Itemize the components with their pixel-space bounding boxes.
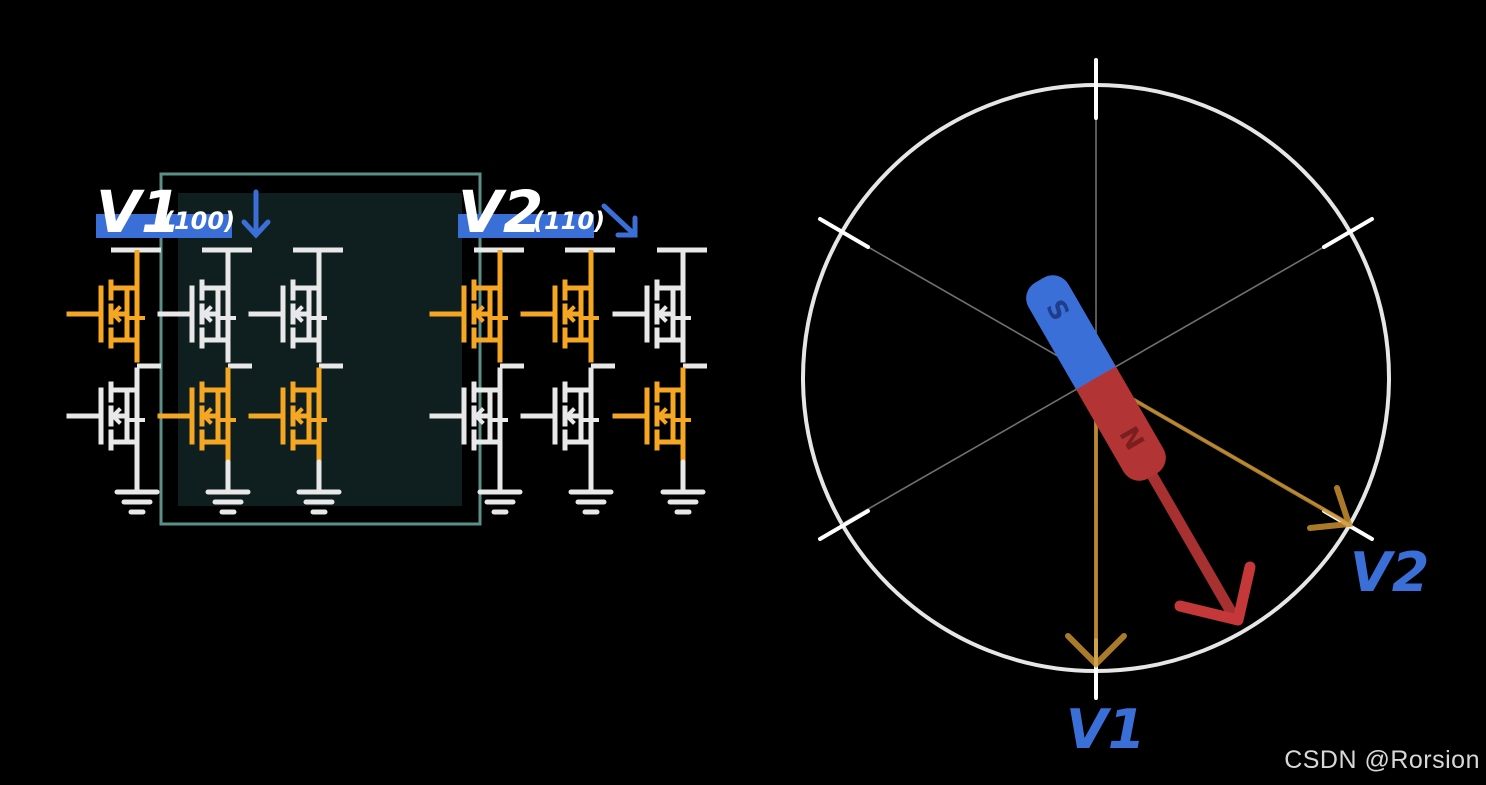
ground-icon [660,459,706,515]
inverter-leg [429,247,524,515]
arrow-down-icon [241,189,271,239]
lower-switch [520,367,599,465]
rotor-magnet: S N [1026,275,1166,481]
highlight-region [159,172,482,526]
arrow-diagonal-icon [601,203,638,238]
v2-vector-label: V2 [1350,541,1429,604]
inverter-leg [612,247,707,515]
v2-vector [1094,376,1354,531]
inverter-leg [66,247,161,515]
magnet-north-pole [1082,373,1166,481]
ground-icon [296,459,342,515]
ground-icon [477,459,523,515]
space-vector-diagram: S N V1 V2 [801,58,1429,761]
lower-switch [612,367,691,465]
v2-label-bar [458,214,594,238]
inverter-circuit: V1 (100) V2 (110) [66,172,707,526]
v1-label-bar [96,214,232,238]
inverter-leg [157,247,252,515]
v1-vector [1065,376,1127,669]
v1-vector-label: V1 [1066,698,1145,761]
watermark: CSDN @Rorsion [1284,746,1480,774]
ground-icon [568,459,614,515]
inverter-leg [520,247,615,515]
magnet-south-pole [1026,275,1110,383]
v1-label-code: (100) [163,207,235,235]
upper-switch [66,265,145,363]
upper-switch [157,265,236,363]
ground-icon [205,459,251,515]
ground-icon [114,459,160,515]
lower-switch [429,367,508,465]
v1-state-label: V1 (100) [96,178,271,246]
upper-switch [248,265,327,363]
upper-switch [612,265,691,363]
upper-switch [429,265,508,363]
transistor-legs [66,247,707,515]
v2-label-code: (110) [533,207,605,235]
lower-switch [66,367,145,465]
lower-switch [157,367,236,465]
v2-label-name: V2 [458,178,543,246]
upper-switch [520,265,599,363]
v1-label-name: V1 [96,178,181,246]
inverter-leg [248,247,343,515]
lower-switch [248,367,327,465]
v2-state-label: V2 (110) [458,178,638,246]
